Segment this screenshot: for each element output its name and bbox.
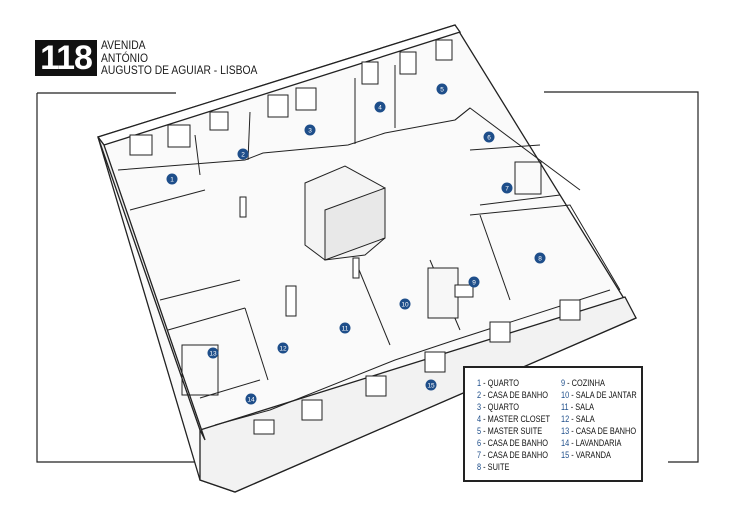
svg-text:15: 15 — [427, 383, 435, 390]
room-marker-6: 6 — [483, 131, 495, 143]
room-marker-13: 13 — [207, 347, 219, 359]
svg-text:7: 7 — [505, 186, 509, 193]
legend-item-15: 15 - VARANDA — [561, 450, 611, 460]
legend-item-2: 2 - CASA DE BANHO — [477, 390, 548, 400]
room-marker-2: 2 — [237, 148, 249, 160]
address-line-2: ANTÓNIO — [101, 50, 149, 65]
svg-text:5: 5 — [440, 87, 444, 94]
svg-text:9: 9 — [472, 280, 476, 287]
address-line-1: AVENIDA — [101, 38, 146, 52]
svg-text:10: 10 — [401, 302, 409, 309]
svg-text:8: 8 — [538, 256, 542, 263]
room-marker-5: 5 — [436, 83, 448, 95]
legend-item-10: 10 - SALA DE JANTAR — [561, 390, 637, 400]
address-line-3: AUGUSTO DE AGUIAR - LISBOA — [101, 63, 258, 77]
room-markers: 1 2 3 4 5 6 7 8 9 10 11 12 13 14 15 — [166, 83, 546, 405]
legend-item-1: 1 - QUARTO — [477, 378, 519, 388]
legend-item-5: 5 - MASTER SUITE — [477, 426, 543, 436]
room-marker-11: 11 — [339, 322, 351, 334]
room-walls — [117, 65, 621, 426]
room-marker-4: 4 — [374, 101, 386, 113]
room-marker-15: 15 — [425, 379, 437, 391]
svg-text:2: 2 — [241, 152, 245, 159]
svg-text:12: 12 — [279, 346, 287, 353]
room-marker-10: 10 — [399, 298, 411, 310]
property-number-badge: 118 — [35, 40, 97, 76]
frame-lines — [36, 91, 699, 463]
legend-column-2: 9 - COZINHA 10 - SALA DE JANTAR 11 - SAL… — [561, 377, 653, 461]
legend-item-12: 12 - SALA — [561, 414, 595, 424]
room-marker-9: 9 — [468, 276, 480, 288]
svg-text:1: 1 — [170, 177, 174, 184]
room-legend: 1 - QUARTO 2 - CASA DE BANHO 3 - QUARTO … — [463, 366, 643, 482]
legend-item-6: 6 - CASA DE BANHO — [477, 438, 548, 448]
legend-item-14: 14 - LAVANDARIA — [561, 438, 622, 448]
room-marker-14: 14 — [245, 393, 257, 405]
room-marker-7: 7 — [501, 182, 513, 194]
svg-text:3: 3 — [308, 128, 312, 135]
property-address: AVENIDA ANTÓNIO AUGUSTO DE AGUIAR - LISB… — [101, 39, 257, 77]
room-marker-3: 3 — [304, 124, 316, 136]
windows — [129, 39, 581, 435]
legend-item-7: 7 - CASA DE BANHO — [477, 450, 548, 460]
svg-text:14: 14 — [247, 397, 255, 404]
legend-item-8: 8 - SUITE — [477, 462, 510, 472]
legend-item-3: 3 - QUARTO — [477, 402, 519, 412]
room-marker-8: 8 — [534, 252, 546, 264]
fixtures — [181, 161, 542, 396]
svg-text:6: 6 — [487, 135, 491, 142]
svg-text:4: 4 — [378, 105, 382, 112]
legend-item-9: 9 - COZINHA — [561, 378, 605, 388]
legend-item-13: 13 - CASA DE BANHO — [561, 426, 637, 436]
room-marker-1: 1 — [166, 173, 178, 185]
room-marker-12: 12 — [277, 342, 289, 354]
svg-text:11: 11 — [342, 326, 349, 333]
legend-item-4: 4 - MASTER CLOSET — [477, 414, 551, 424]
svg-text:13: 13 — [209, 351, 217, 358]
legend-item-11: 11 - SALA — [561, 402, 595, 412]
legend-column-1: 1 - QUARTO 2 - CASA DE BANHO 3 - QUARTO … — [477, 377, 566, 473]
